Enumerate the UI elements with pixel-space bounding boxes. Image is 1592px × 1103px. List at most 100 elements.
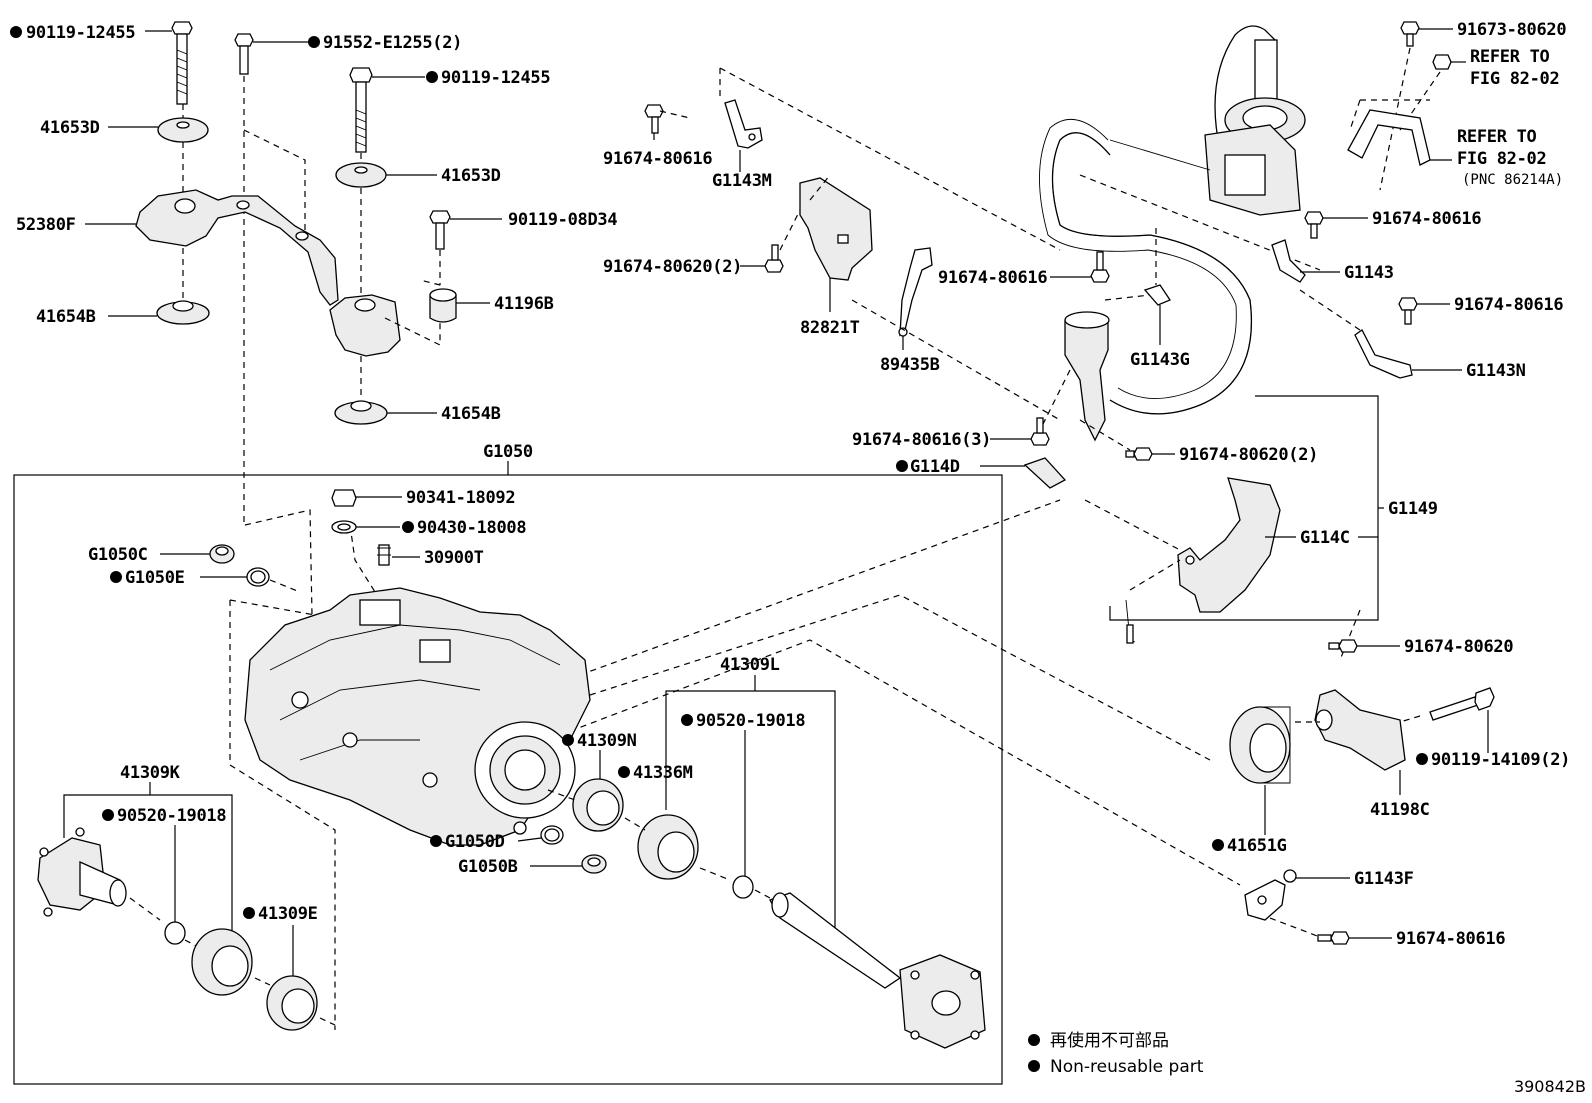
flange-41309K <box>37 827 127 917</box>
bracket-82821T <box>799 177 873 281</box>
bracket-G1143F <box>1244 869 1297 921</box>
label-91552-E1255: 91552-E1255(2) <box>323 33 462 53</box>
legend-japanese: 再使用不可部品 <box>1050 1030 1169 1051</box>
bolt-91674-80616-d <box>1398 297 1418 325</box>
cushion-41654B-left <box>156 300 210 325</box>
cushion-41653D-center <box>335 162 387 188</box>
bolt-91674-80620-b <box>1125 447 1153 461</box>
label-90119-08D34: 90119-08D34 <box>508 210 617 230</box>
bolt-90119-12455-center <box>349 67 373 153</box>
group-bracket-G1149 <box>1109 395 1384 621</box>
label-G114D: G114D <box>910 457 960 477</box>
label-91674-80616-c: 91674-80616 <box>1372 209 1481 229</box>
bracket-41198C <box>1314 689 1406 771</box>
breather-30900T <box>377 544 391 566</box>
label-91674-80616-a: 91674-80616 <box>603 149 712 169</box>
label-refer-to-2: REFER TO <box>1457 127 1537 147</box>
label-41309L: 41309L <box>720 655 780 675</box>
label-41654B-a: 41654B <box>36 307 96 327</box>
bracket-41309K <box>63 794 233 935</box>
label-90119-12455-a: 90119-12455 <box>26 23 135 43</box>
label-G114C: G114C <box>1300 528 1350 548</box>
label-41309K: 41309K <box>120 763 181 783</box>
label-G1050C: G1050C <box>88 545 148 565</box>
seal-41309N <box>572 778 624 832</box>
cable-socket <box>1064 311 1110 442</box>
label-fig-82-02-2: FIG 82-02 <box>1457 149 1546 169</box>
bracket-G1143N <box>1354 329 1413 379</box>
support-52380F <box>135 189 401 357</box>
label-91674-80616-3: 91674-80616(3) <box>852 430 991 450</box>
label-41309E: 41309E <box>258 904 318 924</box>
non-reusable-dot <box>10 26 22 38</box>
bolt-90119-08D34 <box>429 210 451 250</box>
bracket-G1143G <box>1143 228 1171 306</box>
label-G1050D: G1050D <box>445 832 505 852</box>
label-91674-80616-d: 91674-80616 <box>1454 295 1563 315</box>
snap-ring-90520-19018-b <box>164 921 186 945</box>
label-41653D-a: 41653D <box>40 118 100 138</box>
plug-G1050C <box>209 544 235 564</box>
label-90520-19018-a: 90520-19018 <box>696 711 805 731</box>
label-G1143M: G1143M <box>712 171 772 191</box>
label-pnc-86214A: (PNC 86214A) <box>1462 172 1563 188</box>
label-41196B: 41196B <box>494 294 554 314</box>
bolt-91552-E1255 <box>234 33 254 75</box>
drawing-number: 390842B <box>1514 1077 1586 1096</box>
output-shaft <box>769 892 986 1049</box>
plug-G1050B <box>581 854 607 874</box>
label-G1143G: G1143G <box>1130 350 1190 370</box>
bolt-91674-80616-e <box>1317 931 1350 945</box>
label-41198C: 41198C <box>1370 800 1430 820</box>
snap-ring-90520-19018-a <box>732 875 754 899</box>
label-G1143: G1143 <box>1344 263 1394 283</box>
bolt-91674-80616-3 <box>1030 417 1050 446</box>
label-90520-19018-b: 90520-19018 <box>117 806 226 826</box>
label-G1149: G1149 <box>1388 499 1438 519</box>
sensor-89435B <box>898 247 933 337</box>
label-41654B-b: 41654B <box>441 404 501 424</box>
label-91674-80620-2a: 91674-80620(2) <box>603 257 742 277</box>
bracket-G1143 <box>1271 239 1306 283</box>
label-41651G: 41651G <box>1227 836 1287 856</box>
bolt-90119-14109 <box>1429 687 1495 721</box>
legend-english: Non-reusable part <box>1050 1057 1204 1077</box>
gasket-G1050E <box>246 567 270 587</box>
bolt-91674-80616-c <box>1304 211 1324 239</box>
label-41336M: 41336M <box>633 763 693 783</box>
bracket-41309L <box>665 690 836 930</box>
differential-housing <box>244 587 591 846</box>
cushion-41654B-center <box>334 400 388 425</box>
label-91673-80620: 91673-80620 <box>1457 20 1566 40</box>
label-91674-80616-e: 91674-80616 <box>1396 929 1505 949</box>
label-G1143N: G1143N <box>1466 361 1526 381</box>
bolt-91674-80616-a <box>644 104 664 134</box>
bolt-91674-80616-b <box>1090 251 1110 283</box>
legend: 再使用不可部品 Non-reusable part <box>1028 1030 1204 1077</box>
group-label: G1050 <box>483 442 533 462</box>
label-90119-12455-b: 90119-12455 <box>441 68 550 88</box>
label-91674-80620-2b: 91674-80620(2) <box>1179 445 1318 465</box>
label-91674-80620: 91674-80620 <box>1404 637 1513 657</box>
gasket-90430-18008 <box>331 520 357 534</box>
bolt-90119-12455-left <box>171 21 193 105</box>
cushion-41653D-top <box>157 117 209 143</box>
bolt-91673-80620 <box>1400 21 1420 47</box>
nut-refer-82-02 <box>1432 54 1452 70</box>
plug-90341-18092 <box>331 489 357 507</box>
collar-41196B <box>429 288 457 323</box>
label-91674-80616-b: 91674-80616 <box>938 268 1047 288</box>
label-fig-82-02-1: FIG 82-02 <box>1470 69 1559 89</box>
bracket-G1143M <box>724 99 763 149</box>
label-G1050B: G1050B <box>458 857 518 877</box>
label-G1050E: G1050E <box>125 568 185 588</box>
label-52380F: 52380F <box>16 215 76 235</box>
label-41309N: 41309N <box>577 731 637 751</box>
label-82821T: 82821T <box>800 318 860 338</box>
bushing-41651G <box>1229 706 1291 784</box>
bracket-refer-82-02 <box>1347 109 1431 166</box>
bearing-41309K <box>191 928 253 996</box>
seal-41309E <box>266 975 318 1031</box>
